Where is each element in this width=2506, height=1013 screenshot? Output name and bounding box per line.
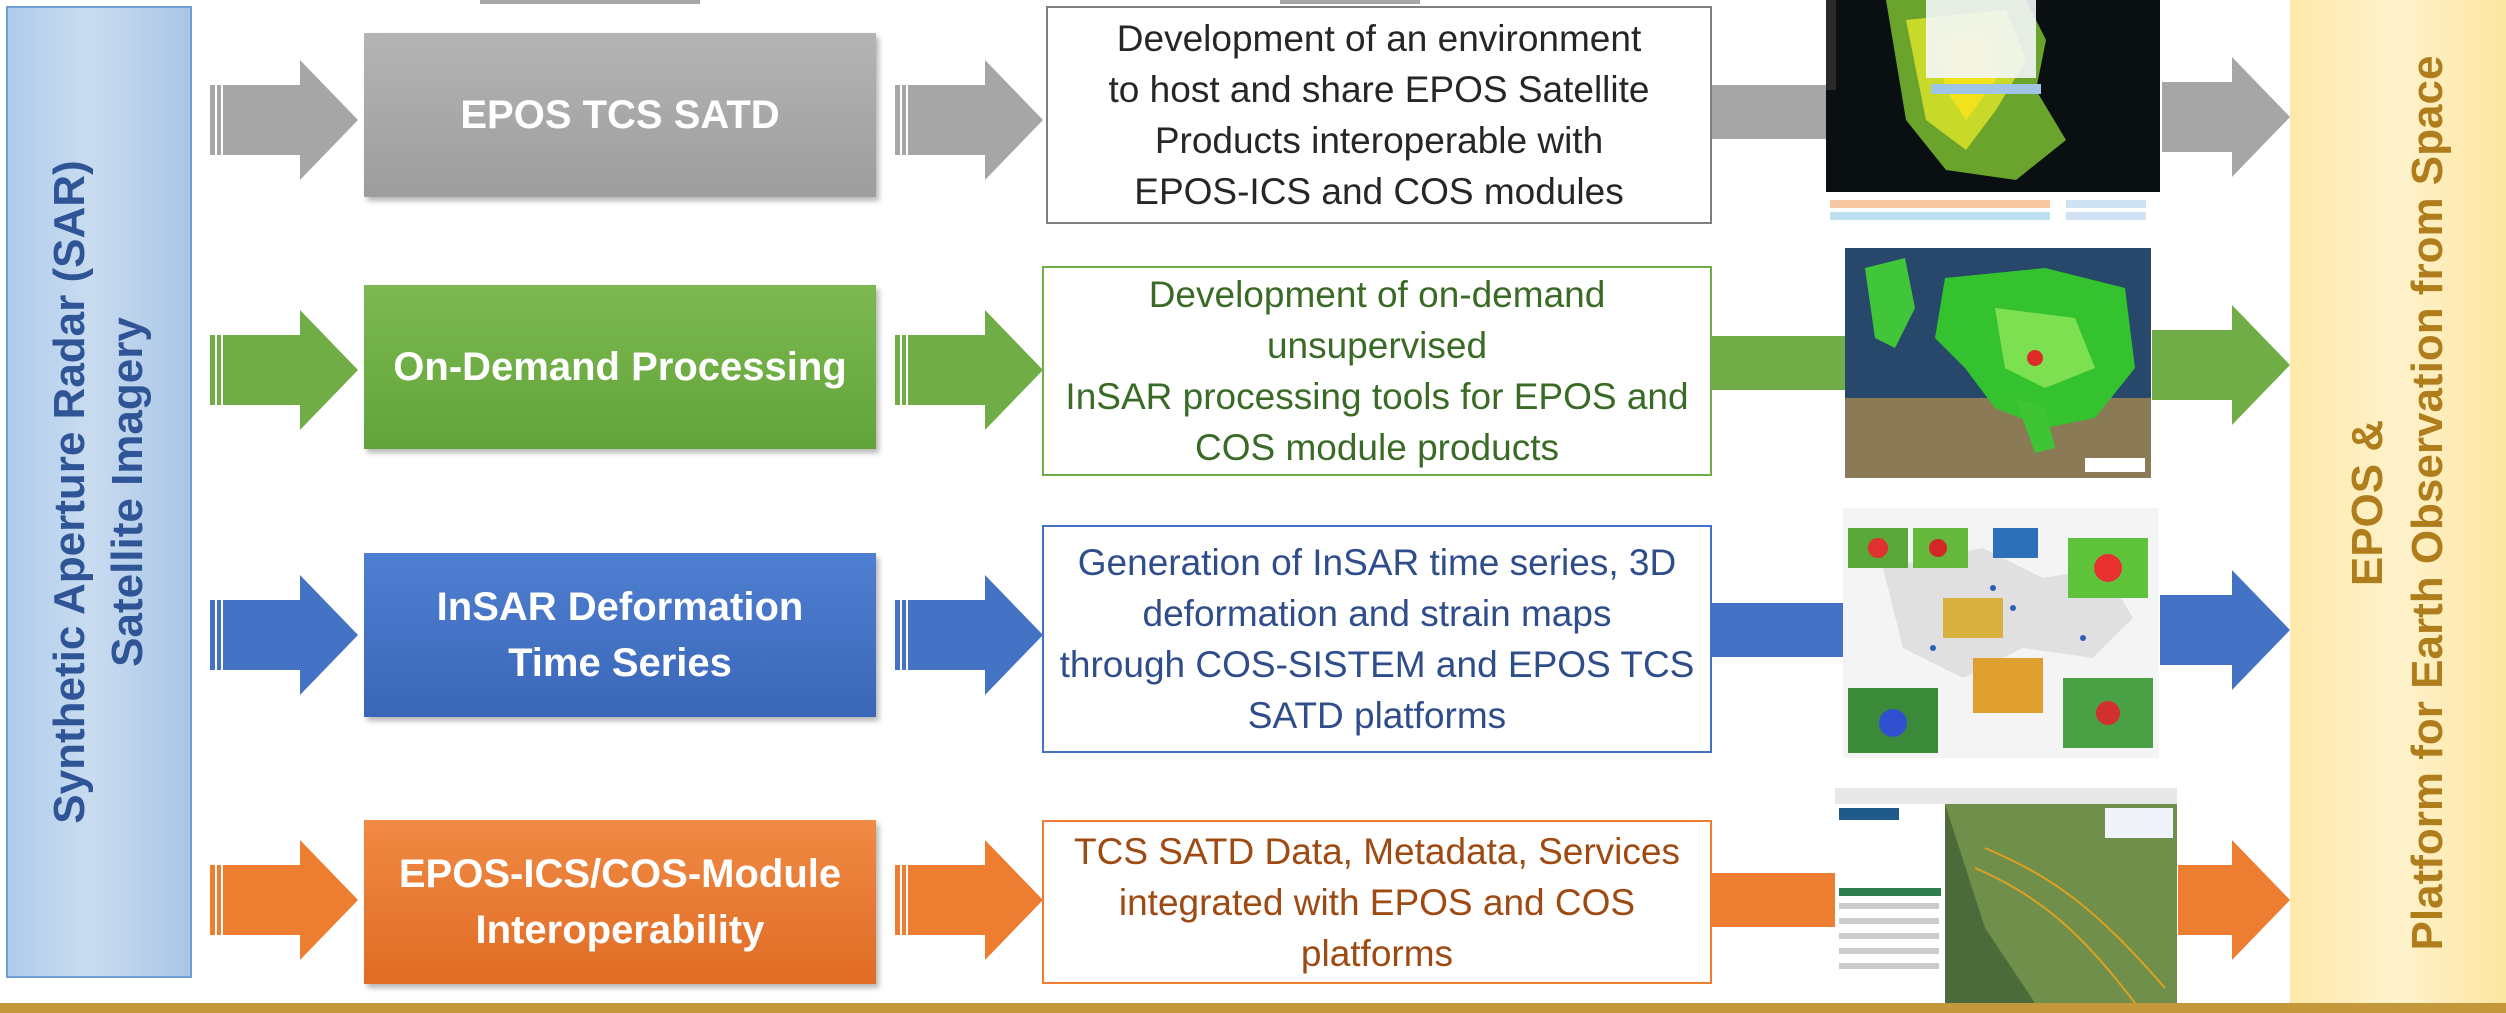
satd-desc-line1: Development of an environment [1116,18,1642,59]
epos-platform-line2: Platform for Earth Observation from Spac… [2403,55,2452,951]
interop-desc-line3: platforms [1300,932,1454,974]
row1-arrow-out [2162,57,2290,177]
row3-connector [1712,603,1847,657]
interop-desc-line2: integrated with EPOS and COS [1118,881,1636,923]
row1-connector [1712,85,1827,139]
epos-tcs-satd-description: Development of an environment to host an… [1046,6,1712,224]
interop-label-line2: Interoperability [475,908,765,952]
ondemand-desc-line2: unsupervised [1266,325,1488,366]
epos-portal-map-screenshot [1826,0,2160,230]
epos-tcs-satd-label: EPOS TCS SATD [460,93,780,137]
epos-ics-cos-interoperability-description: TCS SATD Data, Metadata, Services integr… [1042,820,1712,984]
on-demand-processing-box: On-Demand Processing [364,285,876,449]
top-stub-right [1280,0,1420,4]
insar-desc-line1: Generation of InSAR time series, 3D [1077,542,1677,583]
row1-arrow-in [210,60,358,180]
row3-arrow-out [2160,570,2290,690]
epos-tcs-satd-box: EPOS TCS SATD [364,33,876,197]
satd-desc-line2: to host and share EPOS Satellite [1108,69,1650,110]
row1-arrow-mid [895,60,1043,180]
insar-deformation-label-line1: InSAR Deformation [436,585,804,629]
satd-desc-line4: EPOS-ICS and COS modules [1134,171,1624,212]
row4-arrow-in [210,840,358,960]
row2-arrow-out [2152,305,2290,425]
row2-arrow-in [210,310,358,430]
row2-arrow-mid [895,310,1043,430]
sar-imagery-line2: Satellite Imagery [103,317,152,667]
satd-desc-line3: Products interoperable with [1154,120,1604,161]
epos-platform-band: EPOS & Platform for Earth Observation fr… [2290,0,2506,1006]
top-stub-left [480,0,700,4]
row2-connector [1712,336,1847,390]
global-earthquake-deformation-maps [1843,508,2159,758]
epos-ics-cos-interoperability-box: EPOS-ICS/COS-Module Interoperability [364,820,876,984]
bottom-bar [0,1003,2506,1013]
row4-arrow-out [2178,840,2290,960]
row4-arrow-mid [895,840,1043,960]
sar-imagery-band: Synthetic Aperture Radar (SAR) Satellite… [6,6,192,978]
europe-insar-map [1845,248,2151,478]
ondemand-desc-line1: Development of on-demand [1148,274,1606,315]
insar-deformation-label-line2: Time Series [508,641,732,685]
row3-arrow-mid [895,575,1043,695]
epos-platform-line1: EPOS & [2343,419,2392,587]
sar-imagery-label: Synthetic Aperture Radar (SAR) Satellite… [41,12,157,972]
on-demand-processing-label: On-Demand Processing [393,345,847,389]
insar-desc-line4: SATD platforms [1247,695,1507,736]
insar-desc-line3: through COS-SISTEM and EPOS TCS [1059,644,1695,685]
insar-desc-line2: deformation and strain maps [1142,593,1612,634]
insar-deformation-description: Generation of InSAR time series, 3D defo… [1042,525,1712,753]
ondemand-desc-line4: COS module products [1194,427,1559,468]
interop-label-line1: EPOS-ICS/COS-Module [398,852,842,896]
row3-arrow-in [210,575,358,695]
on-demand-processing-description: Development of on-demand unsupervised In… [1042,266,1712,476]
insar-deformation-box: InSAR Deformation Time Series [364,553,876,717]
epos-ics-portal-screenshot [1835,788,2177,1003]
interop-desc-line1: TCS SATD Data, Metadata, Services [1074,830,1680,872]
epos-platform-label: EPOS & Platform for Earth Observation fr… [2338,13,2458,993]
row4-connector [1712,873,1837,927]
ondemand-desc-line3: InSAR processing tools for EPOS and [1065,376,1689,417]
sar-imagery-line1: Synthetic Aperture Radar (SAR) [45,160,94,824]
